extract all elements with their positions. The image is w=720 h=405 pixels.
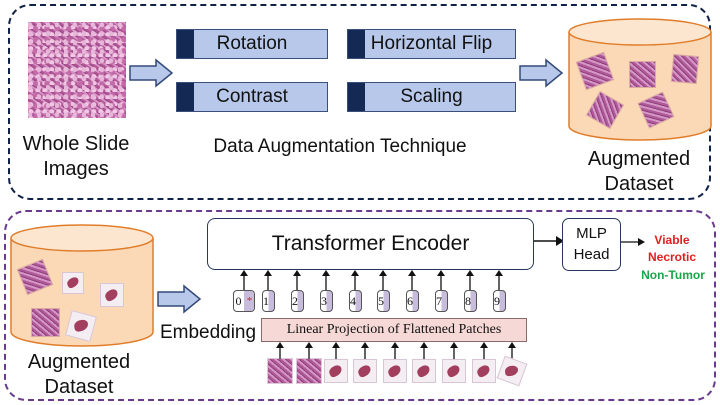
image-patch-1 (268, 359, 292, 383)
cls-token-number: 0 (235, 294, 242, 308)
up-arrow-icon (264, 270, 272, 290)
up-arrow-icon (391, 342, 399, 360)
patch-token-2: 2 (291, 290, 304, 312)
dataset-label-line1: Augmented (27, 351, 131, 373)
mlp-label-line2: Head (573, 246, 610, 263)
dataset-patch (100, 283, 124, 307)
up-arrow-icon (379, 270, 387, 290)
up-arrow-icon (332, 342, 340, 360)
output-label-line1: Augmented (587, 148, 691, 170)
up-arrow-icon (466, 270, 474, 290)
dataset-label-line2: Dataset (44, 376, 114, 398)
embedding-label: Embedding (159, 322, 257, 343)
up-arrow-icon (305, 342, 313, 360)
right-arrow-icon (621, 238, 645, 246)
patch-token-6: 6 (406, 290, 419, 312)
classification-panel (4, 210, 716, 401)
class-necrotic: Necrotic (647, 250, 697, 264)
right-arrow-icon (157, 284, 202, 314)
aug-horizontal-flip-box: Horizontal Flip (347, 29, 516, 59)
patch-token-number: 4 (350, 294, 356, 308)
right-arrow-icon (129, 58, 174, 88)
up-arrow-icon (420, 342, 428, 360)
patch-token-number: 6 (407, 294, 413, 308)
patch-token-number: 3 (321, 294, 327, 308)
linear-projection-label: Linear Projection of Flattened Patches (286, 322, 502, 337)
image-patch-4 (353, 359, 377, 383)
image-patch-6 (412, 359, 436, 383)
up-arrow-icon (437, 270, 445, 290)
transformer-encoder-label: Transformer Encoder (271, 232, 470, 255)
input-label-line1: Whole Slide (22, 133, 130, 155)
aug-contrast-label: Contrast (216, 86, 288, 107)
patch-token-1: 1 (262, 290, 275, 312)
mlp-label-line1: MLP (576, 225, 607, 242)
aug-scaling-label: Scaling (400, 86, 463, 107)
cls-token: 0 * (233, 290, 255, 312)
dataset-label: Augmented Dataset (10, 350, 148, 400)
cls-token-marker: * (244, 291, 254, 311)
patch-token-5: 5 (377, 290, 390, 312)
patch-token-7: 7 (435, 290, 448, 312)
image-patch-3 (324, 359, 348, 383)
augmented-dataset-label: Augmented Dataset (573, 147, 705, 197)
image-patch-8 (472, 359, 496, 383)
patch-token-9: 9 (493, 290, 506, 312)
up-arrow-icon (293, 270, 301, 290)
up-arrow-icon (322, 270, 330, 290)
aug-rotation-label: Rotation (216, 33, 288, 54)
dataset-patch (32, 309, 59, 336)
up-arrow-icon (361, 342, 369, 360)
technique-label: Data Augmentation Technique (213, 136, 467, 157)
augmented-patch (671, 55, 699, 83)
image-patch-2 (297, 359, 321, 383)
patch-token-3: 3 (320, 290, 333, 312)
up-arrow-icon (450, 342, 458, 360)
aug-contrast-box: Contrast (176, 82, 328, 112)
whole-slide-image (28, 22, 126, 118)
image-patch-5 (383, 359, 407, 383)
up-arrow-icon (276, 342, 284, 360)
aug-scaling-box: Scaling (347, 82, 516, 112)
output-label-line2: Dataset (604, 173, 674, 195)
image-patch-7 (442, 359, 466, 383)
up-arrow-icon (480, 342, 488, 360)
aug-rotation-box: Rotation (176, 29, 328, 59)
augmented-patch (630, 62, 655, 87)
patch-token-number: 5 (378, 294, 384, 308)
patch-token-number: 1 (263, 294, 269, 308)
patch-token-number: 7 (436, 294, 442, 308)
patch-token-number: 8 (465, 294, 471, 308)
right-arrow-icon (519, 58, 564, 88)
up-arrow-icon (351, 270, 359, 290)
class-viable: Viable (654, 233, 690, 247)
up-arrow-icon (408, 270, 416, 290)
up-arrow-icon (495, 270, 503, 290)
patch-token-number: 9 (494, 294, 500, 308)
class-non-tumor: Non-Tumor (641, 268, 705, 282)
whole-slide-images-label: Whole Slide Images (16, 132, 136, 182)
patch-token-4: 4 (349, 290, 362, 312)
patch-token-number: 2 (292, 294, 298, 308)
patch-token-8: 8 (464, 290, 477, 312)
dataset-patch (62, 272, 84, 294)
right-arrow-icon (534, 236, 564, 246)
transformer-encoder-box: Transformer Encoder (207, 218, 534, 270)
linear-projection-box: Linear Projection of Flattened Patches (261, 318, 527, 342)
aug-horizontal-flip-label: Horizontal Flip (370, 33, 493, 54)
input-label-line2: Images (43, 158, 109, 180)
mlp-head-box: MLP Head (562, 218, 621, 271)
up-arrow-icon (240, 270, 248, 290)
